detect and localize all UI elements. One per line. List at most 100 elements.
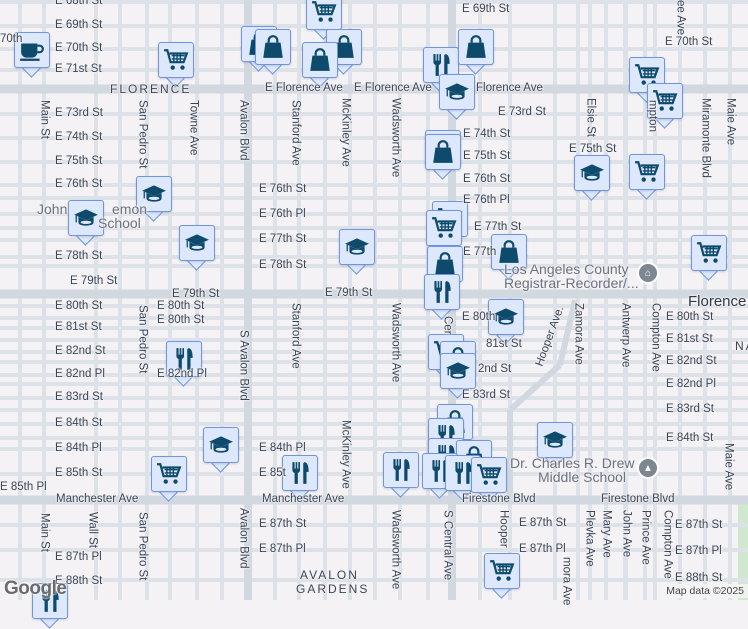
marker-box (439, 74, 475, 110)
marker-cart[interactable] (484, 553, 520, 599)
street-label-vertical: Stanford Ave (289, 100, 302, 166)
street-label: E 69th St (462, 3, 510, 15)
government-icon[interactable]: ⌂ (637, 262, 659, 284)
marker-coffee[interactable] (14, 32, 50, 78)
street-label-vertical: Cer (441, 316, 454, 335)
marker-cart[interactable] (629, 154, 665, 200)
street-label-vertical: Miramonte Blvd (699, 98, 712, 178)
google-logo[interactable]: Google (4, 578, 67, 599)
shopping-bag-icon (435, 252, 455, 275)
marker-restaurant[interactable] (424, 274, 460, 320)
area-label: NA (735, 339, 748, 353)
street-label: E 73rd St (55, 107, 103, 119)
graduation-cap-icon (446, 362, 470, 379)
marker-bag[interactable] (255, 29, 291, 75)
marker-restaurant[interactable] (166, 341, 202, 387)
street-label-vertical: Wadsworth Ave (389, 98, 402, 178)
area-label: AVALON (300, 568, 359, 582)
marker-cart[interactable] (426, 210, 462, 256)
marker-box (537, 422, 573, 458)
marker-school[interactable] (488, 299, 524, 345)
street-label-vertical: Main St (38, 513, 51, 552)
shopping-cart-icon (312, 1, 337, 22)
street-label-vertical: Avalon Blvd (237, 508, 250, 569)
marker-box (282, 455, 318, 491)
shopping-cart-icon (164, 49, 189, 70)
street-label: E 87th St (259, 518, 307, 530)
street-label: E 88th St (55, 575, 103, 587)
marker-school[interactable] (537, 422, 573, 468)
street-label-vertical: Antwerp Ave (619, 303, 632, 368)
street-label: E 84th Pl (55, 442, 102, 454)
street-label: E 85th Pl (0, 481, 47, 493)
street-label: Firestone Blvd (601, 493, 675, 505)
marker-school[interactable] (574, 155, 610, 201)
marker-school[interactable] (68, 200, 104, 246)
marker-bag[interactable] (491, 234, 527, 280)
street-label-vertical: Maie Ave (722, 443, 735, 491)
street-label: E 71st St (55, 63, 102, 75)
street-label: E 87th Pl (259, 543, 306, 555)
marker-cart[interactable] (151, 456, 187, 502)
marker-box (136, 176, 172, 212)
marker-cart[interactable] (471, 457, 507, 503)
street-label-vertical: Elsie St (584, 98, 597, 137)
street-label-vertical: McKinley Ave (339, 420, 352, 489)
street-label: E 76th Pl (463, 194, 510, 206)
shopping-cart-icon (477, 464, 502, 485)
marker-cart[interactable] (158, 42, 194, 88)
street-label: E 84th St (55, 417, 103, 429)
marker-cart[interactable] (306, 0, 342, 40)
marker-box (471, 457, 507, 493)
street-label-vertical: Zamora Ave (572, 303, 585, 365)
marker-restaurant[interactable] (383, 452, 419, 498)
coffee-cup-icon (20, 43, 44, 61)
marker-school[interactable] (179, 225, 215, 271)
street-label: E 76th St (55, 178, 103, 190)
shopping-cart-icon (635, 64, 660, 85)
street-label: E Florence Ave (354, 82, 432, 94)
street-label: E 88th St (675, 572, 723, 584)
street-label: E 84th Pl (259, 442, 306, 454)
street-label-vertical: Wall St (86, 512, 99, 548)
street-label: E 79th St (172, 288, 220, 300)
marker-box (302, 42, 338, 78)
marker-cart[interactable] (691, 235, 727, 281)
street-label: E 80th St (55, 300, 103, 312)
street-label: E 87th St (675, 519, 723, 531)
marker-bag[interactable] (458, 29, 494, 75)
marker-restaurant[interactable] (282, 455, 318, 501)
street-label: E 79th St (70, 275, 118, 287)
marker-box (691, 235, 727, 271)
marker-bag[interactable] (425, 134, 461, 180)
marker-box (255, 29, 291, 65)
marker-box (440, 353, 476, 389)
marker-bag[interactable] (302, 42, 338, 88)
street-label: E 78th St (259, 259, 307, 271)
street-label: E 83rd St (666, 403, 714, 415)
marker-box (339, 229, 375, 265)
marker-school[interactable] (440, 353, 476, 399)
map-attribution[interactable]: Map data ©2025 (662, 584, 748, 598)
marker-box (179, 225, 215, 261)
street-label: 2nd St (478, 363, 512, 375)
street-label: E 82nd St (666, 355, 717, 367)
marker-school[interactable] (136, 176, 172, 222)
street-label-vertical: Maie Ave (724, 98, 737, 146)
graduation-cap-icon (345, 238, 369, 255)
street-label: E Florence Ave (265, 82, 343, 94)
marker-school[interactable] (439, 74, 475, 120)
shopping-cart-icon (432, 217, 457, 238)
marker-school[interactable] (339, 229, 375, 275)
school-pin-icon[interactable]: ▲ (637, 457, 659, 479)
marker-box (629, 154, 665, 190)
marker-cart[interactable] (647, 83, 683, 129)
place-label-school-west[interactable]: John (37, 201, 68, 217)
hooper-ave-curve (507, 362, 563, 413)
marker-school[interactable] (203, 427, 239, 473)
street-label: E 76th Pl (259, 208, 306, 220)
street-label-vertical: San Pedro St (136, 512, 149, 581)
street-label-vertical: San Pedro St (136, 305, 149, 374)
